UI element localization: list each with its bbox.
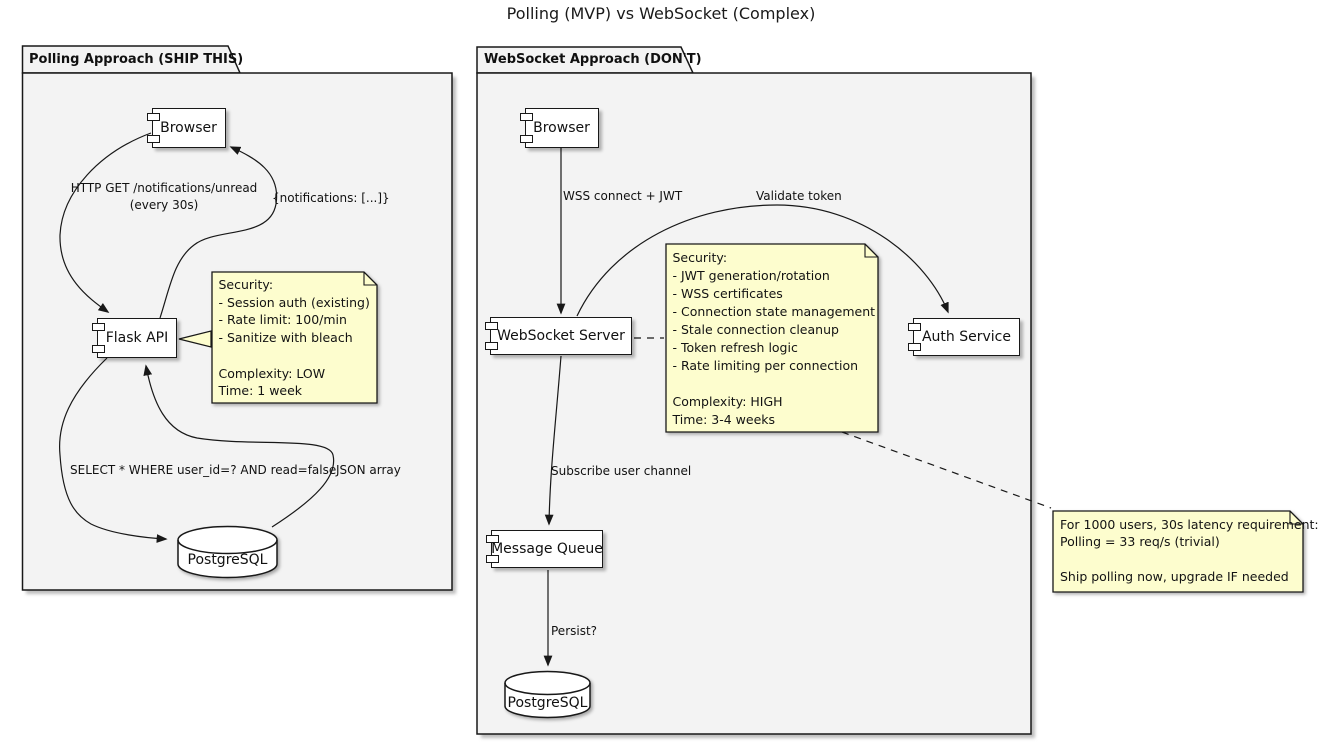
edge-label-http-get: HTTP GET /notifications/unread (every 30… bbox=[58, 180, 270, 214]
component-label: WebSocket Server bbox=[497, 328, 625, 344]
component-port-icon bbox=[92, 323, 105, 331]
note-line: Complexity: HIGH bbox=[672, 394, 783, 409]
note-line: - JWT generation/rotation bbox=[672, 268, 830, 283]
websocket-security-note: Security: - JWT generation/rotation - WS… bbox=[664, 243, 879, 433]
component-port-icon bbox=[519, 113, 533, 121]
component-port-icon bbox=[146, 113, 160, 121]
websocket-browser-component: Browser bbox=[519, 108, 599, 148]
note-line bbox=[219, 347, 370, 365]
polling-flask-api-component: Flask API bbox=[92, 318, 177, 358]
note-outline bbox=[664, 243, 879, 433]
edge-label-connect: WSS connect + JWT bbox=[563, 189, 683, 203]
component-label: Browser bbox=[533, 120, 590, 136]
polling-security-note: Security: - Session auth (existing) - Ra… bbox=[210, 271, 378, 404]
note-line: Time: 3-4 weeks bbox=[672, 412, 776, 427]
note-line: - Stale connection cleanup bbox=[672, 322, 839, 337]
note-line: Security: bbox=[672, 250, 728, 265]
note-line: - WSS certificates bbox=[672, 286, 783, 301]
edge-validate-token bbox=[576, 204, 949, 317]
note-line: - Sanitize with bleach bbox=[218, 330, 353, 346]
component-port-icon bbox=[908, 323, 921, 331]
note-line: - Rate limit: 100/min bbox=[218, 312, 347, 328]
component-port-icon bbox=[908, 343, 921, 351]
note-line: Ship polling now, upgrade IF needed bbox=[1060, 568, 1289, 584]
note-line: Security: bbox=[218, 277, 274, 292]
edge-subscribe bbox=[544, 355, 562, 526]
note-line: Time: 1 week bbox=[218, 383, 303, 399]
component-port-icon bbox=[485, 342, 498, 350]
component-port-icon bbox=[486, 535, 499, 543]
note-line: - Token refresh logic bbox=[672, 340, 798, 355]
note-line bbox=[1060, 550, 1296, 567]
edge-label-persist: Persist? bbox=[551, 624, 598, 638]
component-port-icon bbox=[486, 555, 499, 563]
edge-label-response: {notifications: [...]} bbox=[272, 191, 390, 205]
websocket-database-label: PostgreSQL bbox=[507, 695, 588, 711]
component-label: Flask API bbox=[105, 330, 169, 346]
component-label: Message Queue bbox=[491, 541, 603, 557]
note-line: - Rate limiting per connection bbox=[672, 358, 859, 373]
edge-json-array bbox=[143, 364, 335, 528]
note-outline bbox=[1052, 509, 1304, 593]
summary-note-connector bbox=[841, 431, 1052, 509]
edge-label-line: (every 30s) bbox=[129, 198, 199, 212]
websocket-server-component: WebSocket Server bbox=[485, 317, 632, 355]
note-line: For 1000 users, 30s latency requirement: bbox=[1060, 516, 1319, 532]
summary-note: For 1000 users, 30s latency requirement:… bbox=[1052, 509, 1319, 593]
websocket-database-cylinder bbox=[504, 670, 591, 719]
component-port-icon bbox=[146, 135, 160, 143]
message-queue-component: Message Queue bbox=[486, 530, 603, 568]
component-label: Browser bbox=[160, 120, 217, 136]
polling-package-title: Polling Approach (SHIP THIS) bbox=[29, 52, 244, 67]
edge-http-get bbox=[59, 132, 152, 313]
component-port-icon bbox=[485, 322, 498, 330]
auth-service-component: Auth Service bbox=[908, 318, 1020, 356]
note-line: Polling = 33 req/s (trivial) bbox=[1060, 533, 1220, 549]
edge-label-validate: Validate token bbox=[756, 189, 842, 203]
component-port-icon bbox=[519, 135, 533, 143]
note-line: - Session auth (existing) bbox=[218, 294, 370, 310]
edge-select-query bbox=[58, 357, 168, 543]
edge-response bbox=[159, 146, 278, 319]
diagram-title: Polling (MVP) vs WebSocket (Complex) bbox=[506, 4, 816, 23]
component-label: Auth Service bbox=[921, 329, 1011, 345]
websocket-package-title: WebSocket Approach (DON'T) bbox=[484, 52, 702, 67]
polling-browser-component: Browser bbox=[146, 108, 226, 148]
note-outline bbox=[210, 271, 378, 404]
edge-label-query: SELECT * WHERE user_id=? AND read=false bbox=[70, 463, 337, 477]
polling-database-label: PostgreSQL bbox=[187, 552, 268, 568]
note-line bbox=[673, 375, 871, 393]
note-line: - Connection state management bbox=[672, 304, 876, 319]
edge-label-subscribe: Subscribe user channel bbox=[551, 464, 692, 478]
edge-label-result: JSON array bbox=[336, 463, 401, 477]
component-port-icon bbox=[92, 345, 105, 353]
polling-database-cylinder bbox=[177, 525, 278, 579]
edge-label-line: HTTP GET /notifications/unread bbox=[70, 181, 258, 195]
note-line: Complexity: LOW bbox=[218, 365, 326, 381]
